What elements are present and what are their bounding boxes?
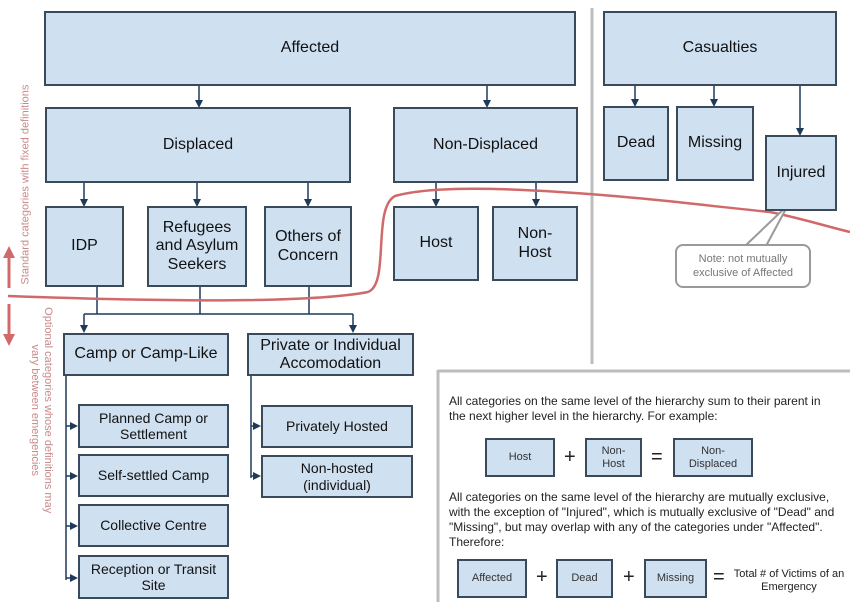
legend-equals: = (651, 446, 663, 468)
box-host: Host (393, 206, 479, 281)
legend-sum-text: All categories on the same level of the … (449, 394, 821, 423)
box-self-settled-camp: Self-settled Camp (78, 454, 229, 497)
legend-box-missing: Missing (644, 559, 707, 598)
box-others-of-concern: Others of Concern (264, 206, 352, 287)
legend-box-non-host: Non-Host (585, 438, 642, 477)
box-idp: IDP (45, 206, 124, 287)
legend-box-dead: Dead (556, 559, 613, 598)
box-dead: Dead (603, 106, 669, 181)
box-injured: Injured (765, 135, 837, 211)
note-callout: Note: not mutually exclusive of Affected (675, 244, 811, 288)
box-privately-hosted: Privately Hosted (261, 405, 413, 448)
legend-plus-2: + (536, 566, 548, 588)
box-displaced: Displaced (45, 107, 351, 183)
box-non-displaced: Non-Displaced (393, 107, 578, 183)
legend-exclusive-text: All categories on the same level of the … (449, 490, 835, 549)
box-collective-centre: Collective Centre (78, 504, 229, 547)
box-casualties: Casualties (603, 11, 837, 86)
box-affected: Affected (44, 11, 576, 86)
legend-box-non-displaced: Non-Displaced (673, 438, 753, 477)
box-planned-camp: Planned Camp or Settlement (78, 404, 229, 448)
box-camp: Camp or Camp-Like (63, 333, 229, 376)
legend-box-host: Host (485, 438, 555, 477)
box-non-hosted: Non-hosted (individual) (261, 455, 413, 498)
legend-plus: + (564, 446, 576, 468)
box-reception-transit: Reception or Transit Site (78, 555, 229, 599)
box-missing: Missing (676, 106, 754, 181)
box-refugees: Refugees and Asylum Seekers (147, 206, 247, 287)
box-non-host: Non-Host (492, 206, 578, 281)
optional-categories-label: Optional categories whose definitions ma… (29, 307, 55, 514)
standard-categories-label: Standard categories with fixed definitio… (19, 84, 32, 285)
legend-total-victims: Total # of Victims of an Emergency (733, 568, 845, 594)
legend-box-affected: Affected (457, 559, 527, 598)
legend-plus-3: + (623, 566, 635, 588)
legend-equals-2: = (713, 566, 725, 588)
box-private: Private or Individual Accomodation (247, 333, 414, 376)
